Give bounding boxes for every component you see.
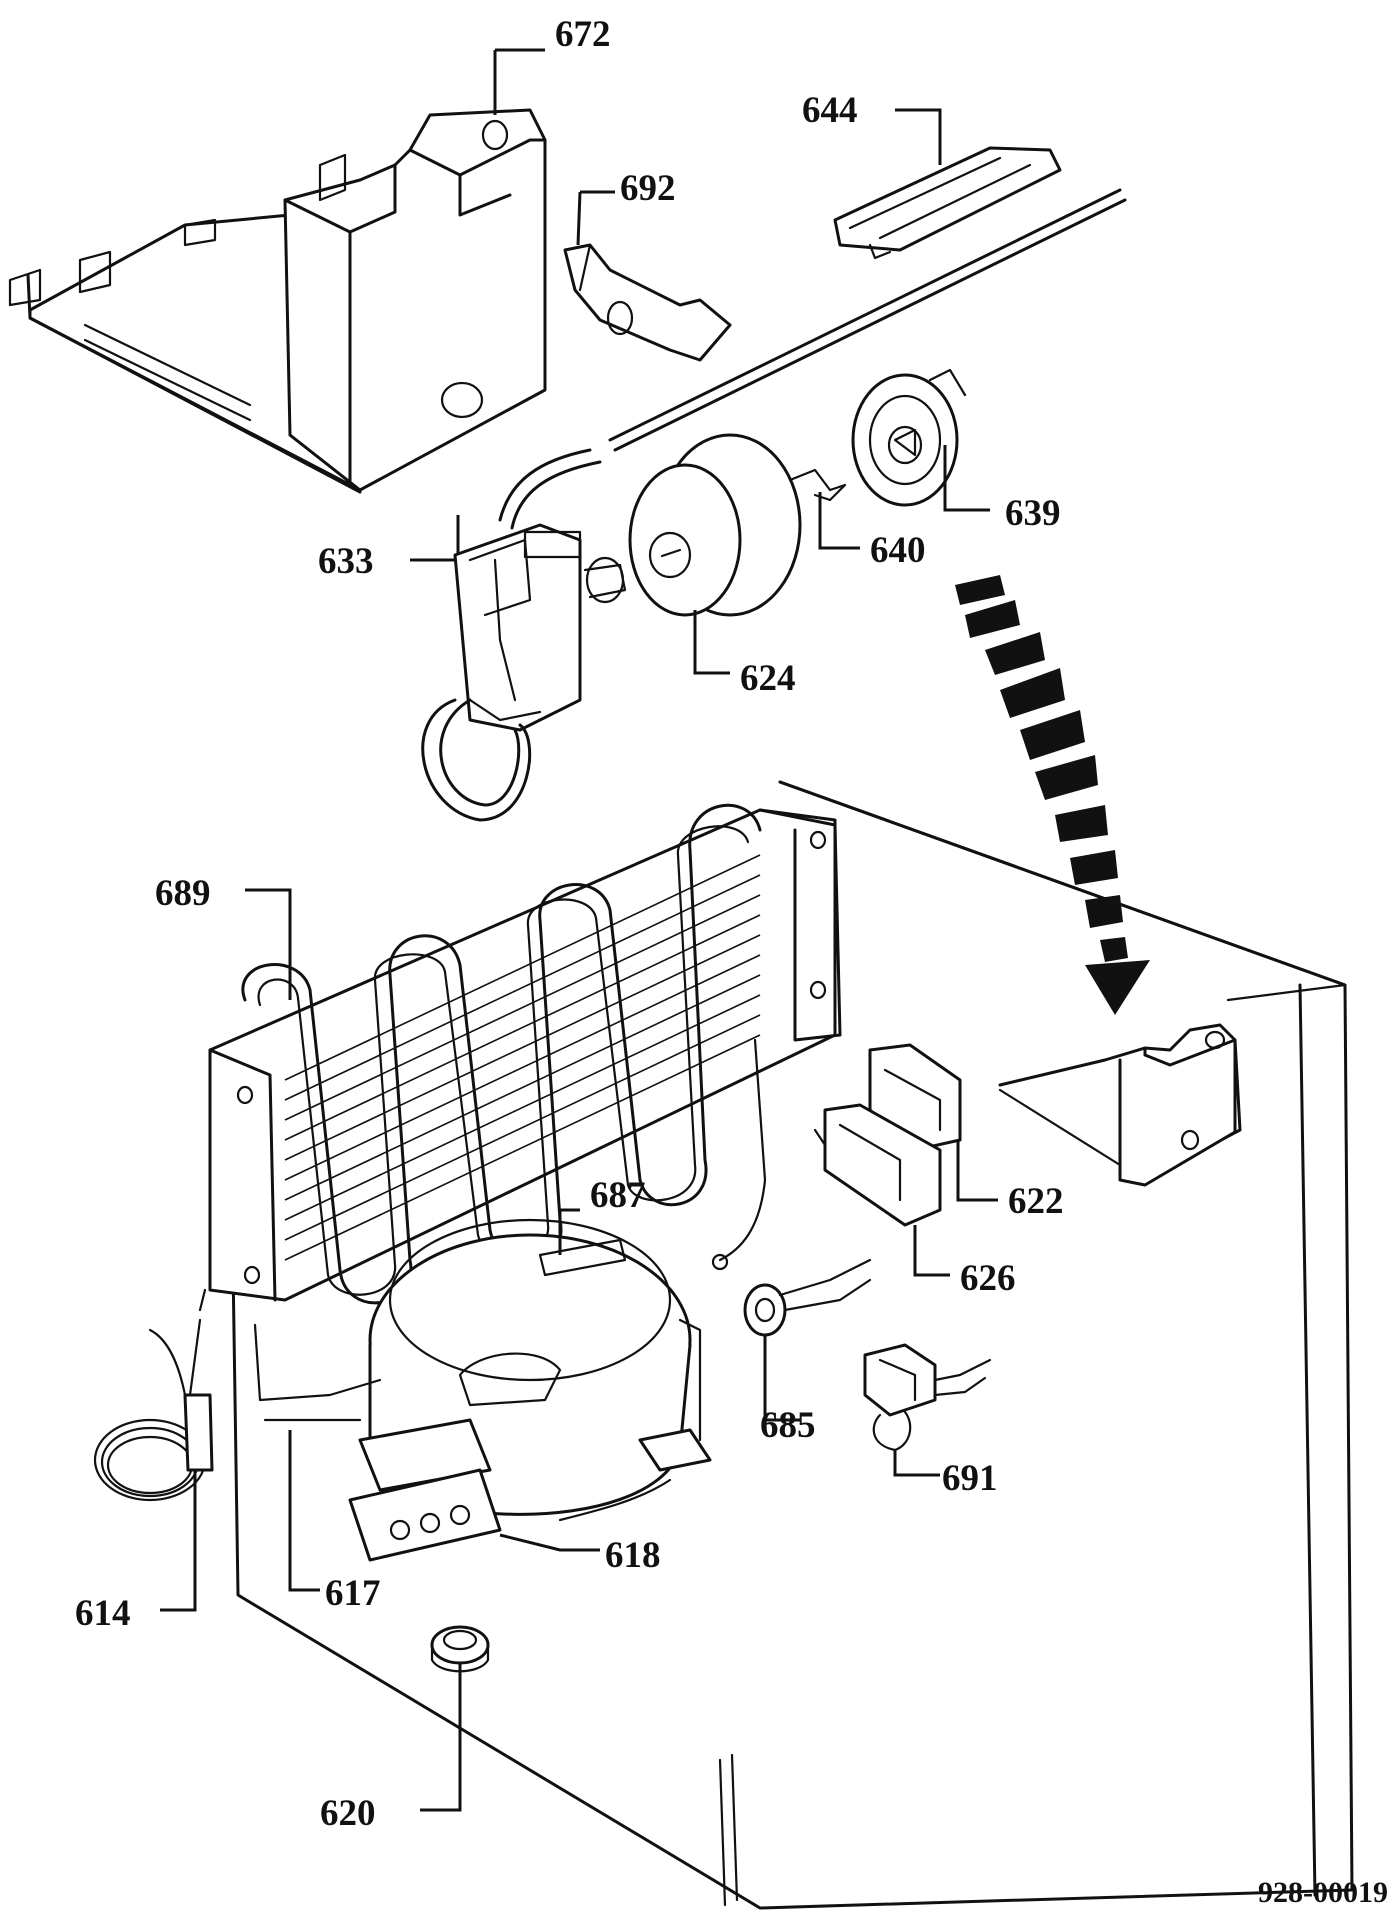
callout-644: 644 [802, 90, 858, 131]
part-624-knob [628, 433, 802, 617]
installed-control-housing [998, 1023, 1242, 1187]
part-640-clip [788, 468, 847, 502]
callout-614: 614 [75, 1593, 131, 1634]
callout-692: 692 [620, 168, 676, 209]
part-633-thermostat [421, 523, 627, 822]
part-685-lamp [743, 1258, 872, 1337]
cabinet-body [230, 780, 1354, 1910]
callout-633: 633 [318, 541, 374, 582]
callout-639: 639 [1005, 493, 1061, 534]
part-614-coil [93, 1288, 214, 1502]
part-672-control-housing [8, 108, 547, 494]
callout-640: 640 [870, 530, 926, 571]
callout-672: 672 [555, 14, 611, 55]
part-689-condenser [208, 803, 842, 1305]
callout-624: 624 [740, 658, 796, 699]
leader-lines [160, 48, 998, 1812]
callout-620: 620 [320, 1793, 376, 1834]
part-691-switch [863, 1343, 992, 1452]
callout-691: 691 [942, 1458, 998, 1499]
figure-reference-code: 928-00019 [1258, 1876, 1388, 1909]
part-692-bracket [563, 243, 732, 362]
part-626-lamp-holder [813, 1103, 942, 1227]
callout-689: 689 [155, 873, 211, 914]
callout-617: 617 [325, 1573, 381, 1614]
callout-618: 618 [605, 1535, 661, 1576]
assembly-direction-arrow [955, 575, 1150, 1015]
sensor-capillary-tube [498, 188, 1127, 530]
callout-626: 626 [960, 1258, 1016, 1299]
callout-685: 685 [760, 1405, 816, 1446]
callout-622: 622 [1008, 1181, 1064, 1222]
callout-687: 687 [590, 1175, 646, 1216]
drain-tube [711, 1038, 767, 1271]
callout-labels: 672 644 692 633 639 640 624 689 687 622 … [75, 14, 1064, 1834]
part-644-rail [833, 146, 1062, 260]
part-687-compressor [253, 1218, 712, 1562]
part-639-knob-cap [851, 368, 967, 507]
